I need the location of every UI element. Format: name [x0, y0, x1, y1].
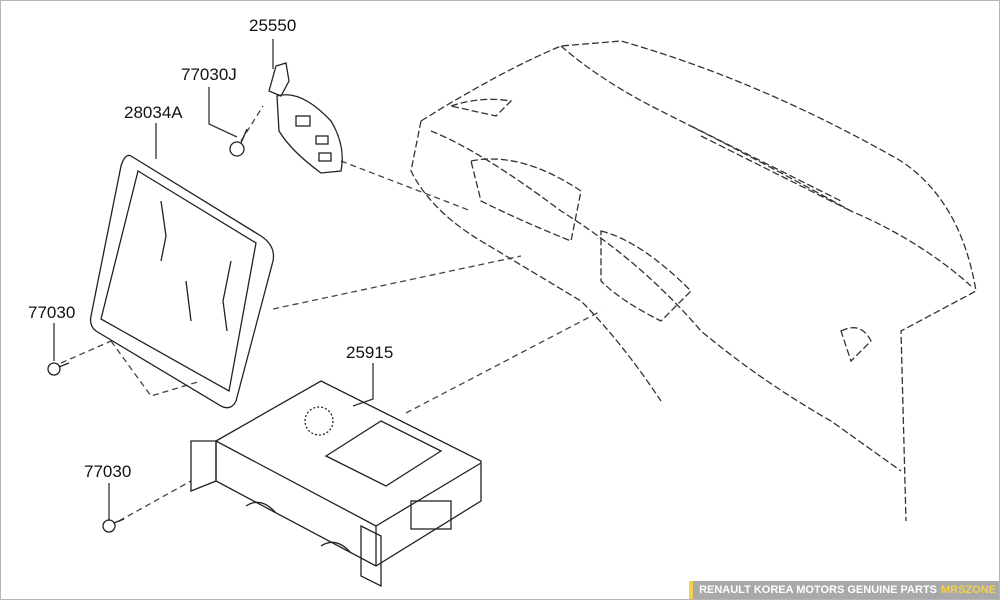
part-label-77030-lower: 77030: [84, 462, 132, 481]
part-label-77030-upper: 77030: [28, 303, 76, 322]
watermark-brand: MRSZONE: [941, 584, 996, 596]
watermark-text: RENAULT KOREA MOTORS GENUINE PARTS: [699, 584, 937, 596]
watermark-accent-bar: [689, 581, 694, 599]
dashboard-drawing: [410, 40, 977, 522]
screw-drawing-j: [229, 128, 248, 157]
part-label-77030j: 77030J: [181, 65, 237, 84]
leader-lines: [53, 39, 374, 521]
part-label-25915: 25915: [346, 343, 394, 362]
display-drawing: [89, 154, 275, 409]
screw-drawing-1: [47, 362, 70, 376]
screw-drawing-2: [102, 518, 125, 533]
audio-unit-drawing: [190, 380, 482, 588]
dashed-lines: [60, 105, 602, 522]
watermark: RENAULT KOREA MOTORS GENUINE PARTS MRSZO…: [689, 581, 999, 599]
steering-switch-drawing: [268, 62, 343, 174]
part-label-28034a: 28034A: [124, 103, 183, 122]
part-label-25550: 25550: [249, 16, 297, 35]
